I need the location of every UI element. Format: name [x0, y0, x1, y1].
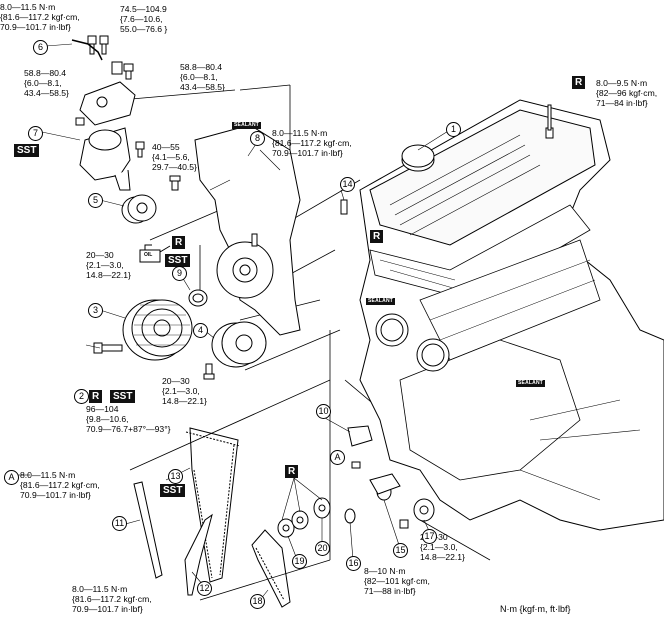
sprockets: [277, 497, 435, 538]
part-number-1: 1: [446, 122, 461, 137]
part-number-3: 3: [88, 303, 103, 318]
sst-tag-chain: SST: [160, 484, 186, 497]
part-number-15: 15: [393, 543, 408, 558]
crankshaft-pulley: [122, 299, 193, 361]
sealant-tag-block: SEALANT: [516, 380, 546, 387]
tensioner-parts: [344, 473, 401, 524]
torque-label-bottom-left: 8.0—11.5 N·m {81.6—117.2 kgf·cm, 70.9—10…: [72, 584, 152, 614]
torque-label-20-30-b: 20—30 {2.1—3.0, 14.8—22.1}: [162, 376, 207, 406]
r-tag-sprockets: R: [285, 465, 299, 478]
sealant-tag-head: SEALANT: [366, 298, 396, 305]
torque-label-cover-right: 8.0—11.5 N·m {81.6—117.2 kgf·cm, 70.9—10…: [272, 128, 352, 158]
part-number-2: 2: [74, 389, 89, 404]
sst-tag-mount: SST: [14, 144, 40, 157]
oil-can-icon: [139, 244, 171, 263]
part-number-13: 13: [168, 469, 183, 484]
hose-clip: [71, 39, 103, 61]
r-tag-pulley-bolt: R: [89, 390, 103, 403]
part-number-19: 19: [292, 554, 307, 569]
units-note: N·m {kgf·m, ft·lbf}: [500, 604, 571, 614]
r-tag-gasket: R: [370, 230, 384, 243]
chain-guides: [133, 481, 213, 596]
oil-seal: [188, 289, 208, 307]
torque-label-mount-left: 58.8—80.4 {6.0—8.1, 43.4—58.5}: [24, 68, 69, 98]
torque-label-20-30-a: 20—30 {2.1—3.0, 14.8—22.1}: [86, 250, 131, 280]
part-number-6: 6: [33, 40, 48, 55]
part-number-18: 18: [250, 594, 265, 609]
part-number-10: 10: [316, 404, 331, 419]
torque-label-mount-mid: 58.8—80.4 {6.0—8.1, 43.4—58.5}: [180, 62, 225, 92]
part-number-8: 8: [250, 131, 265, 146]
part-number-14: 14: [340, 177, 355, 192]
r-tag-head-bolt: R: [572, 76, 586, 89]
torque-label-top-left: 8.0—11.5 N·m {81.6—117.2 kgf·cm, 70.9—10…: [0, 2, 80, 32]
timing-chain: [185, 427, 241, 583]
part-number-16: 16: [346, 556, 361, 571]
part-number-11: 11: [112, 516, 127, 531]
bolts: [75, 35, 554, 529]
idler-pulley: [211, 321, 267, 368]
part-number-17: 17: [422, 529, 437, 544]
engine-mount: [79, 81, 136, 191]
part-number-9: 9: [172, 266, 187, 281]
torque-label-96-104: 96—104 {9.8—10.6, 70.9—76.7+87°—93°}: [86, 404, 171, 434]
r-tag-oil: R: [172, 236, 186, 249]
oil-pump-chain: [251, 529, 291, 608]
part-number-12: 12: [197, 581, 212, 596]
engine-block: [359, 99, 664, 531]
sealant-tag-cover: SEALANT: [232, 122, 262, 129]
part-number-5: 5: [88, 193, 103, 208]
sst-tag-pulley-bolt: SST: [110, 390, 136, 403]
timing-chain-cover: [194, 124, 301, 336]
torque-label-top-mid: 74.5—104.9 {7.6—10.6, 55.0—76.6 }: [120, 4, 168, 34]
torque-label-head-right: 8.0—9.5 N·m {82—96 kgf·cm, 71—84 in·lbf}: [596, 78, 658, 108]
callout-a-legend: A: [4, 470, 19, 485]
chain-tensioner: [347, 425, 373, 447]
oil-label: OIL: [144, 252, 153, 258]
torque-label-8-10: 8—10 N·m {82—101 kgf·cm, 71—88 in·lbf}: [364, 566, 430, 596]
callout-a-diagram: A: [330, 450, 345, 465]
part-number-4: 4: [193, 323, 208, 338]
torque-label-40-55: 40—55 {4.1—5.6, 29.7—40.5}: [152, 142, 197, 172]
part-number-7: 7: [28, 126, 43, 141]
torque-label-a-note: 8.0—11.5 N·m {81.6—117.2 kgf·cm, 70.9—10…: [20, 470, 100, 500]
sst-tag-oil: SST: [165, 254, 191, 267]
part-number-20: 20: [315, 541, 330, 556]
drive-belt-idler: [121, 194, 157, 224]
